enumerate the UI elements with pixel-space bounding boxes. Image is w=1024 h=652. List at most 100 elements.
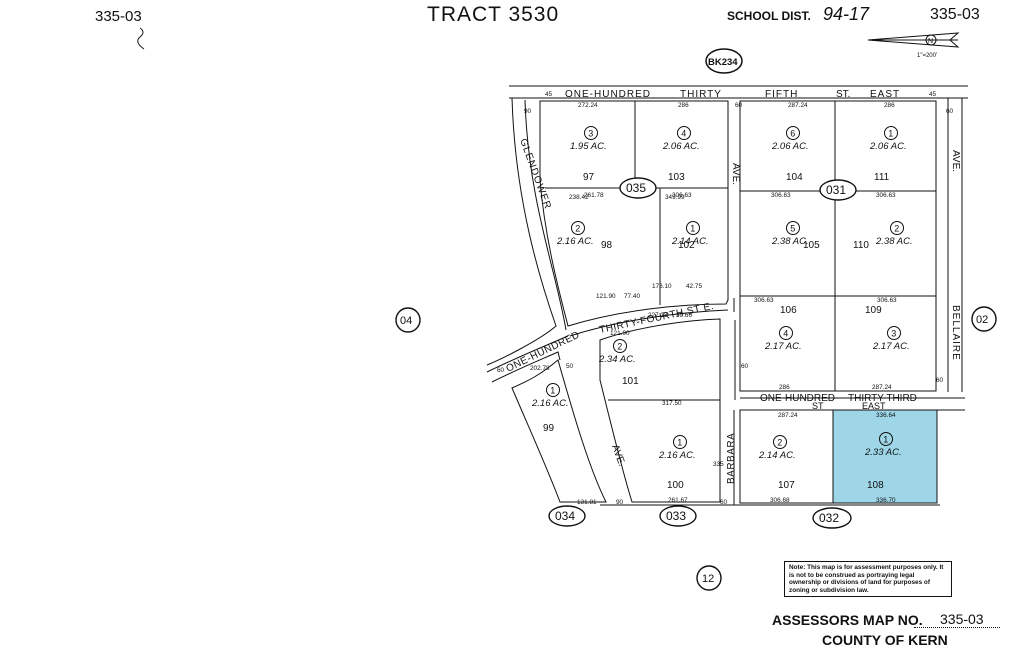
street-lower-3: ST	[812, 401, 824, 411]
parcel-number-circle[interactable]	[786, 221, 800, 235]
dimension-label: 272.24	[578, 102, 598, 109]
parcel-number-circle[interactable]	[673, 435, 687, 449]
dimension-label: 336.64	[876, 412, 896, 419]
street-lower-4: EAST	[862, 401, 886, 411]
parcel-number-circle[interactable]	[890, 221, 904, 235]
parcel-acreage: 2.38 AC.	[875, 236, 913, 247]
street-top-5: EAST	[870, 89, 900, 100]
parcel-number-circle[interactable]	[773, 435, 787, 449]
map-page-035-oval[interactable]	[619, 177, 657, 199]
parcel-number-circle[interactable]	[779, 326, 793, 340]
parcel-acreage: 2.16 AC.	[531, 398, 569, 409]
dimension-label: 90	[616, 499, 624, 506]
parcel-label: 99	[543, 423, 555, 434]
dimension-label: 42.75	[686, 283, 702, 290]
parcel-number: 4	[681, 129, 686, 139]
highlighted-parcel-108[interactable]	[832, 409, 938, 504]
parcel-label: 111	[874, 172, 890, 183]
street-ave-left: AVE.	[609, 443, 627, 467]
street-barbara: BARBARA	[726, 433, 737, 484]
parcel-number: 3	[891, 329, 896, 339]
street-top-2: THIRTY	[680, 89, 722, 100]
map-page-033-oval[interactable]	[659, 505, 697, 527]
parcel-number-circle[interactable]	[786, 126, 800, 140]
parcel-label: 97	[583, 172, 595, 183]
dimension-label: 176.10	[652, 283, 672, 290]
dimension-label: 238.42	[569, 194, 589, 201]
parcel-number: 2	[777, 438, 782, 448]
dimension-label: 77.40	[624, 293, 640, 300]
parcel-number: 6	[790, 129, 795, 139]
assessors-map-number: 335-03	[940, 611, 984, 627]
parcel-number: 1	[677, 438, 682, 448]
dimension-label: 60	[735, 102, 743, 109]
map-page-031: 031	[826, 183, 846, 197]
street-top-3: FIFTH	[765, 89, 798, 100]
dimension-label: 287.24	[872, 384, 892, 391]
parcel-acreage: 2.17 AC.	[872, 341, 910, 352]
parcel-acreage: 2.06 AC.	[869, 141, 907, 152]
parcel-number-circle[interactable]	[584, 126, 598, 140]
parcel-number-circle[interactable]	[571, 221, 585, 235]
parcel-number-circle[interactable]	[686, 221, 700, 235]
map-page-02-circle[interactable]	[971, 306, 997, 332]
page-number-right: 335-03	[930, 6, 980, 23]
map-page-033: 033	[666, 509, 686, 523]
parcel-label: 102	[678, 240, 695, 251]
parcel-number: 1	[888, 129, 893, 139]
dimension-label: 45	[545, 91, 553, 98]
parcel-acreage: 2.06 AC.	[771, 141, 809, 152]
map-number-underline	[914, 627, 1000, 628]
dimension-label: 50	[566, 363, 574, 370]
parcel-acreage: 2.33 AC.	[864, 447, 902, 458]
parcel-number: 1	[690, 224, 695, 234]
parcel-number-circle[interactable]	[887, 326, 901, 340]
dimension-label: 261.67	[668, 497, 688, 504]
parcel-acreage: 2.06 AC.	[662, 141, 700, 152]
book-number-oval	[705, 48, 743, 74]
parcel-number: 1	[883, 435, 888, 445]
dimension-label: 261.78	[584, 192, 604, 199]
map-page-12-circle[interactable]	[696, 565, 722, 591]
dimension-label: 60	[936, 377, 944, 384]
map-page-032-oval[interactable]	[812, 507, 852, 529]
school-dist-value: 94-17	[823, 4, 870, 24]
legal-note: Note: This map is for assessment purpose…	[784, 561, 952, 598]
map-page-04: 04	[400, 315, 412, 327]
parcel-label: 110	[853, 240, 869, 251]
parcel-label: 103	[668, 172, 685, 183]
map-page-031-oval[interactable]	[819, 179, 857, 201]
dimension-label: 60	[741, 363, 749, 370]
dimension-label: 286	[884, 102, 895, 109]
parcel-label: 109	[865, 305, 882, 316]
parcel-number-circle[interactable]	[546, 383, 560, 397]
dimension-label: 306.63	[877, 297, 897, 304]
dimension-label: 227.28	[648, 312, 668, 319]
map-page-034: 034	[555, 509, 575, 523]
page-number-left: 335-03	[95, 8, 142, 25]
street-bellaire: BELLAIRE	[950, 305, 961, 361]
parcel-label: 100	[667, 480, 684, 491]
dimension-label: 286	[678, 102, 689, 109]
map-page-04-circle[interactable]	[395, 307, 421, 333]
north-marker: N	[928, 38, 933, 45]
parcel-acreage: 2.38 AC.	[771, 236, 809, 247]
parcel-number-circle[interactable]	[879, 432, 893, 446]
parcel-number-circle[interactable]	[884, 126, 898, 140]
parcel-number: 4	[783, 329, 788, 339]
dimension-label: 306.63	[672, 192, 692, 199]
street-ave-mid: AVE.	[730, 163, 741, 185]
dimension-label: 306.63	[754, 297, 774, 304]
parcel-label: 105	[803, 240, 820, 251]
parcel-label: 98	[601, 240, 613, 251]
map-page-034-oval[interactable]	[548, 505, 586, 527]
parcel-number-circle[interactable]	[613, 339, 627, 353]
book-number: BK234	[708, 57, 738, 68]
parcel-number: 2	[617, 342, 622, 352]
parcel-number-circle[interactable]	[677, 126, 691, 140]
parcel-number: 2	[894, 224, 899, 234]
map-page-032: 032	[819, 511, 839, 525]
street-top-4: ST.	[836, 89, 850, 100]
page-title: TRACT 3530	[427, 3, 560, 26]
county-name: COUNTY OF KERN	[822, 632, 948, 648]
